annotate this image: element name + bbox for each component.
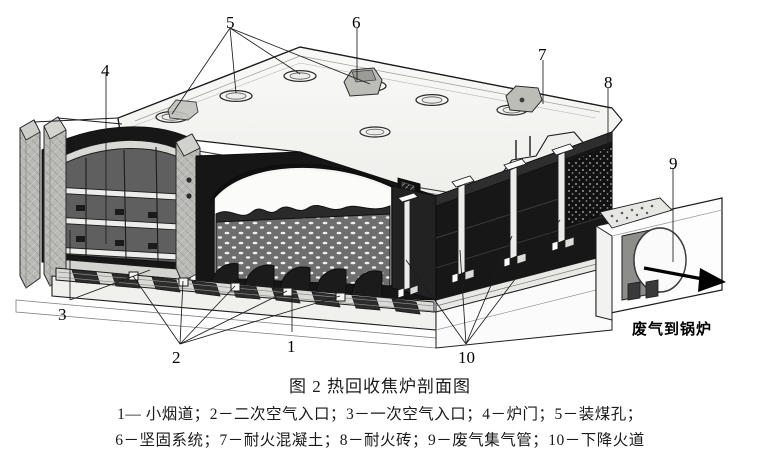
roof-buckstay-caps — [167, 67, 543, 121]
waste-gas-to-boiler-label: 废气到锅炉 — [632, 321, 713, 338]
callout-8-refractory-brick: 8 — [604, 73, 613, 92]
waste-gas-manifold-box — [595, 197, 726, 321]
oven-door-assembly — [41, 126, 191, 281]
callout-6-buckstay-system: 6 — [352, 13, 361, 32]
left-buckstay-columns — [19, 116, 123, 289]
gas-collecting-main — [621, 227, 687, 301]
callout-leader-lines — [69, 27, 674, 345]
callout-5-charging-hole: 5 — [226, 13, 235, 32]
callout-2-secondary-air-inlet: 2 — [172, 348, 181, 367]
mid-buckstay-column — [175, 133, 201, 283]
waste-gas-flow-arrow — [643, 266, 726, 292]
figure-caption-title: 图 2 热回收焦炉剖面图 — [289, 377, 471, 396]
foundation-and-small-flue — [15, 265, 613, 349]
figure-legend-line-2: 6－坚固系统；7－耐火混凝土；8－耐火砖；9－废气集气管；10－下降火道 — [115, 432, 645, 449]
callout-7-refractory-concrete: 7 — [538, 45, 547, 64]
callout-10-downcomer-flue: 10 — [458, 348, 475, 367]
figure-legend-line-1: 1— 小烟道；2－二次空气入口；3－一次空气入口；4－炉门；5－装煤孔； — [117, 406, 643, 423]
callout-9-waste-gas-manifold: 9 — [669, 154, 678, 173]
callout-4-oven-door: 4 — [101, 61, 110, 80]
callout-3-primary-air-inlet: 3 — [58, 305, 67, 324]
callout-1-small-flue: 1 — [287, 337, 296, 356]
